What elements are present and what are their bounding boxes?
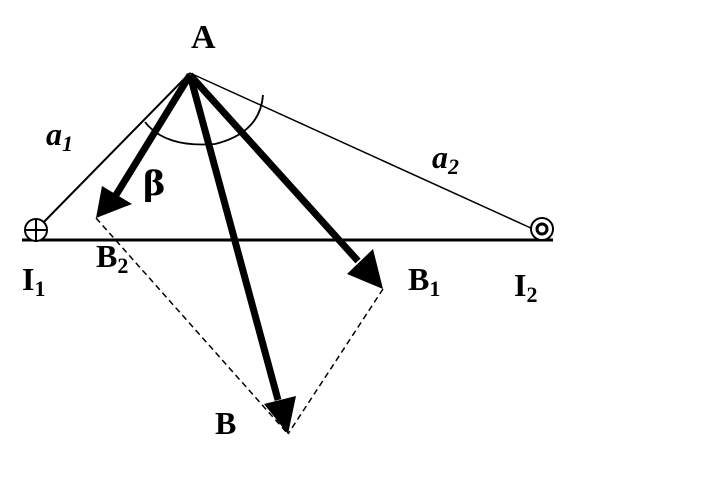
label-B1: B1 (408, 261, 440, 301)
label-beta: β (143, 164, 166, 204)
vector-B1-arrowhead (347, 249, 383, 289)
vector-B2-arrowhead (96, 186, 132, 218)
label-B: B (215, 405, 236, 441)
vector-B-arrowhead (264, 396, 296, 434)
dot-in-circle-icon (530, 217, 554, 241)
dashed-B2-to-B (95, 217, 289, 435)
side-a2 (189, 72, 534, 230)
label-B2: B2 (96, 238, 128, 278)
label-I1: I1 (22, 261, 45, 301)
cross-in-circle-icon (24, 218, 48, 242)
vector-B2-shaft (113, 73, 193, 197)
vector-B-shaft (186, 74, 282, 401)
side-a1 (36, 72, 191, 230)
vector-B1-shaft (187, 72, 361, 264)
label-a1: a1 (46, 116, 73, 156)
label-a2: a2 (432, 139, 459, 179)
label-A: A (191, 19, 216, 56)
label-I2: I2 (514, 267, 537, 307)
dashed-B1-to-B (287, 288, 384, 435)
angle-beta-arc (144, 94, 264, 146)
